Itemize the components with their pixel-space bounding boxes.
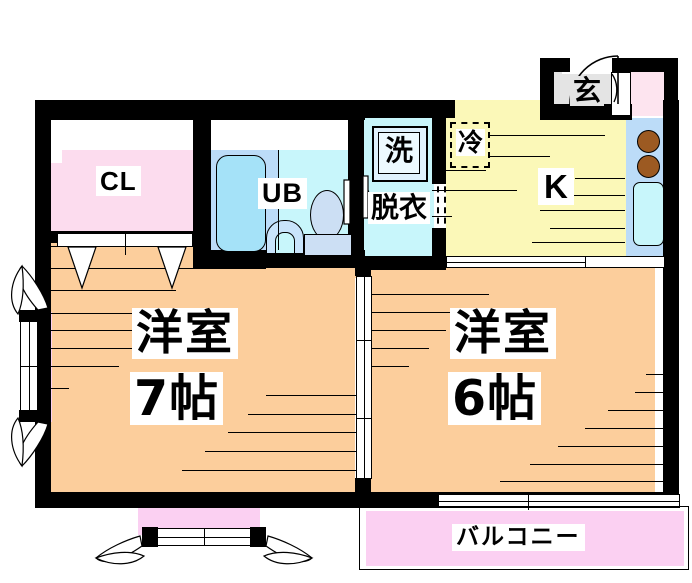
- stove-burner-icon: [637, 155, 660, 178]
- label-washer: 洗: [383, 134, 416, 167]
- stove-burner-icon: [637, 130, 660, 153]
- wall-entrance-top-right: [612, 58, 677, 72]
- wall-right-outer: [663, 100, 679, 506]
- label-balcony: バルコニー: [452, 524, 585, 551]
- plank-line: [182, 470, 360, 471]
- toilet-tank-icon: [304, 234, 352, 256]
- wall-washroom-bottom: [355, 256, 446, 270]
- unit-bath-door: [343, 179, 351, 225]
- plank-line: [51, 268, 266, 269]
- plank-line: [530, 464, 665, 465]
- kitchen-line: [575, 178, 625, 179]
- bay-window-south-rail: [204, 528, 205, 546]
- wall-bottom-west: [35, 492, 365, 508]
- plank-line: [248, 414, 360, 415]
- label-changing-room: 脱衣: [368, 192, 431, 224]
- plank-line: [646, 374, 666, 375]
- kitchen-line: [490, 135, 605, 136]
- label-kitchen: K: [538, 168, 574, 205]
- label-room-west-size: 7帖: [130, 372, 224, 425]
- partition-door-line: [364, 276, 365, 479]
- label-unit-bath: UB: [258, 178, 307, 209]
- wall-top-mid: [355, 100, 455, 118]
- plank-line: [500, 481, 664, 482]
- plank-line: [51, 366, 119, 367]
- plank-line: [371, 294, 489, 295]
- plank-line: [51, 388, 69, 389]
- bay-window-west-rail: [20, 366, 38, 367]
- washroom-line: [432, 190, 452, 191]
- bay-window-west-jamb-top: [19, 310, 39, 322]
- label-room-west-name: 洋室: [132, 308, 238, 359]
- balcony-door-line: [438, 501, 680, 502]
- bathtub-icon: [216, 155, 266, 252]
- partition-door-stop: [356, 340, 372, 341]
- plank-line: [51, 348, 146, 349]
- closet-fill-notch: [48, 163, 68, 232]
- kitchen-line: [540, 210, 625, 211]
- balcony-outline: [359, 506, 689, 570]
- bath-basin-inner: [275, 232, 295, 254]
- closet-door-divider: [125, 233, 126, 255]
- counter-line: [446, 262, 585, 263]
- entrance-inner-door-swing-icon: [611, 73, 618, 103]
- kitchen-line: [550, 228, 625, 229]
- plank-line: [355, 264, 423, 265]
- curtain-leaf-icon: [11, 264, 24, 316]
- wall-room-partition-bottom: [355, 478, 371, 508]
- partition-door-stop: [356, 418, 372, 419]
- plank-line: [228, 432, 360, 433]
- wall-top-left: [35, 100, 365, 120]
- plank-line: [585, 428, 665, 429]
- washroom-door-track-2: [444, 176, 446, 234]
- plank-line: [635, 392, 667, 393]
- kitchen-line: [550, 195, 625, 196]
- label-closet: CL: [96, 166, 141, 196]
- label-room-east-size: 6帖: [448, 372, 542, 425]
- plank-line: [558, 446, 664, 447]
- plank-line: [266, 395, 361, 396]
- wall-entrance-bottom: [540, 104, 632, 120]
- kitchen-floor-upper: [446, 100, 552, 122]
- kitchen-sink-icon: [633, 182, 664, 246]
- wall-room-partition-top: [355, 258, 371, 276]
- label-room-east-name: 洋室: [450, 308, 556, 359]
- counter-divider: [585, 256, 586, 268]
- kitchen-line: [446, 170, 486, 171]
- wall-washroom-kitchen-partition: [432, 118, 446, 184]
- kitchen-line: [447, 190, 517, 191]
- closet-door-arrow-icon: [67, 246, 97, 290]
- plank-line: [51, 330, 181, 331]
- kitchen-line: [532, 242, 625, 243]
- plank-line: [608, 410, 666, 411]
- plank-line: [51, 290, 176, 291]
- bay-window-south-jamb-right: [250, 527, 266, 547]
- refrigerator-box: [450, 122, 490, 168]
- curtain-leaf-icon: [11, 416, 24, 468]
- label-refrigerator: 冷: [456, 128, 486, 157]
- plank-line: [371, 312, 469, 313]
- bay-window-west-jamb-bottom: [19, 410, 39, 422]
- washroom-line: [432, 216, 452, 217]
- plank-line: [371, 348, 429, 349]
- plank-line: [371, 330, 446, 331]
- plank-line: [371, 366, 409, 367]
- wall-ub-washroom-partition: [348, 118, 364, 268]
- wall-closet-ub-partition: [193, 118, 211, 258]
- plank-line: [205, 451, 360, 452]
- kitchen-line: [490, 156, 550, 157]
- closet-door-arrow-icon: [157, 246, 187, 290]
- bay-window-west-mullion: [29, 318, 30, 416]
- wall-entrance-top: [540, 58, 570, 72]
- curtain-leaf-icon: [94, 551, 146, 565]
- balcony-door-divider: [528, 492, 529, 510]
- label-entrance: 玄: [570, 76, 605, 106]
- washroom-door-track: [437, 176, 439, 234]
- bay-window-south-jamb-left: [142, 527, 158, 547]
- room-west-floor: [50, 225, 355, 505]
- curtain-leaf-icon: [262, 551, 314, 565]
